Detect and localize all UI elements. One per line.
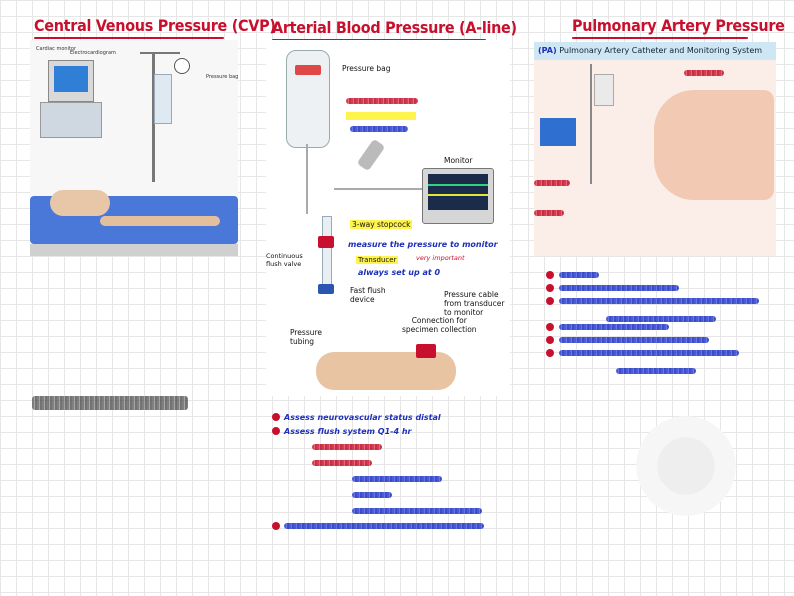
redacted-note-line <box>559 336 709 343</box>
bed-frame-image <box>30 244 238 256</box>
label-pressure-bag-aline: Pressure bag <box>342 64 391 73</box>
label-electrocardiogram: Electrocardiogram <box>70 50 116 56</box>
stopcock-image <box>318 236 334 248</box>
note-row-3 <box>272 522 512 530</box>
redacted-annotation <box>534 180 570 186</box>
cvp-title-underline <box>34 37 224 39</box>
cvp-title: Central Venous Pressure (CVP) <box>34 16 276 35</box>
pa-figure <box>534 60 776 256</box>
bullet-icon <box>546 348 554 357</box>
drip-tube <box>306 144 308 214</box>
note-neurovascular: Assess neurovascular status distal <box>284 412 441 422</box>
bullet-icon <box>272 427 280 435</box>
pa-abbr: (PA) <box>538 46 557 55</box>
redacted-note-line <box>559 297 759 304</box>
patient-arm-image <box>100 216 220 226</box>
pa-note-row <box>546 346 766 359</box>
redacted-note-line <box>312 460 372 466</box>
redacted-annotation <box>684 70 724 76</box>
cardiac-monitor-image <box>48 60 94 102</box>
redacted-note <box>32 396 188 410</box>
label-transducer: Transducer <box>356 256 399 264</box>
transducer-assembly-image <box>322 216 332 288</box>
pa-header-text: Pulmonary Artery Catheter and Monitoring… <box>559 46 763 55</box>
pa-note-row <box>546 320 766 333</box>
iv-pole-arm <box>140 52 180 54</box>
redacted-annotation <box>534 210 564 216</box>
tubing-segment <box>334 188 424 190</box>
redacted-note-line <box>352 476 442 482</box>
cvp-figure: Cardiac monitor Electrocardiogram Pressu… <box>30 40 238 256</box>
pa-note-row <box>546 307 766 322</box>
pa-figure-header: (PA) Pulmonary Artery Catheter and Monit… <box>534 42 776 60</box>
redacted-note-line <box>312 444 382 450</box>
aline-figure: Pressure bag Monitor 3-way stopcock Tran… <box>266 40 510 396</box>
fast-flush-device-image <box>318 284 334 294</box>
redacted-note-line <box>559 271 599 278</box>
aline-pressure-bag-image <box>286 50 330 148</box>
annotation-measure-pressure: measure the pressure to monitor <box>348 240 498 249</box>
pressure-gauge-icon <box>174 58 190 74</box>
label-monitor: Monitor <box>444 156 473 165</box>
note-row-1: Assess neurovascular status distal <box>272 410 512 424</box>
note-row-2: Assess flush system Q1-4 hr <box>272 424 512 438</box>
redacted-note-line <box>616 368 696 374</box>
watermark-seal <box>636 416 736 516</box>
pressure-bag-image <box>154 74 172 124</box>
redacted-note-line <box>559 349 739 356</box>
aline-monitor-image <box>422 168 494 224</box>
drip-chamber-image <box>356 138 386 172</box>
redacted-annotation-1b <box>346 98 418 104</box>
patient-arm-image <box>316 352 456 390</box>
pa-title: Pulmonary Artery Pressure <box>572 16 785 35</box>
pa-monitor-image <box>540 118 576 146</box>
redacted-note-line <box>284 523 484 529</box>
label-pressure-bag: Pressure bag <box>206 74 239 80</box>
pa-note-row <box>546 294 766 307</box>
redacted-note-line <box>606 316 716 322</box>
annotation-very-important: very important <box>416 254 465 262</box>
pa-title-underline <box>572 37 748 39</box>
label-pressure-cable: Pressure cable from transducer to monito… <box>444 290 505 317</box>
bullet-icon <box>272 413 280 421</box>
label-3-way-stopcock: 3-way stopcock <box>350 220 413 229</box>
aline-title: Arterial Blood Pressure (A-line) <box>272 18 517 37</box>
bullet-icon <box>546 335 554 344</box>
label-fast-flush-device: Fast flush device <box>350 286 386 304</box>
label-continuous-flush-valve: Continuous flush valve <box>266 252 303 268</box>
redacted-note-line <box>352 492 392 498</box>
redacted-note-line <box>559 323 669 330</box>
note-flush-system: Assess flush system Q1-4 hr <box>284 426 412 436</box>
annotation-always-set-up: always set up at 0 <box>358 268 441 277</box>
bullet-icon <box>272 522 280 530</box>
pa-note-row <box>546 359 766 374</box>
bullet-icon <box>546 283 554 292</box>
redacted-annotation-2 <box>350 126 408 132</box>
label-cardiac-monitor: Cardiac monitor <box>36 46 77 52</box>
specimen-port-image <box>416 344 436 358</box>
iv-pole-image <box>152 52 155 182</box>
pa-bag-image <box>594 74 614 106</box>
bullet-icon <box>546 270 554 279</box>
label-pressure-tubing: Pressure tubing <box>290 328 323 346</box>
pa-note-row <box>546 268 766 281</box>
redacted-note-line <box>352 508 482 514</box>
label-specimen-collection: Connection for specimen collection <box>402 316 477 334</box>
bullet-icon <box>546 322 554 331</box>
transducer-text: Transducer <box>356 256 399 264</box>
highlighted-annotation <box>346 112 416 120</box>
pa-note-row <box>546 281 766 294</box>
pa-note-row <box>546 333 766 346</box>
pa-iv-pole-image <box>590 64 592 184</box>
bullet-icon <box>546 296 554 305</box>
pa-patient-image <box>654 90 774 200</box>
redacted-note-line <box>559 284 679 291</box>
monitor-stand-image <box>40 102 102 138</box>
pa-notes <box>546 268 766 374</box>
aline-notes: Assess neurovascular status distal Asses… <box>272 410 512 530</box>
patient-head-image <box>50 190 110 216</box>
